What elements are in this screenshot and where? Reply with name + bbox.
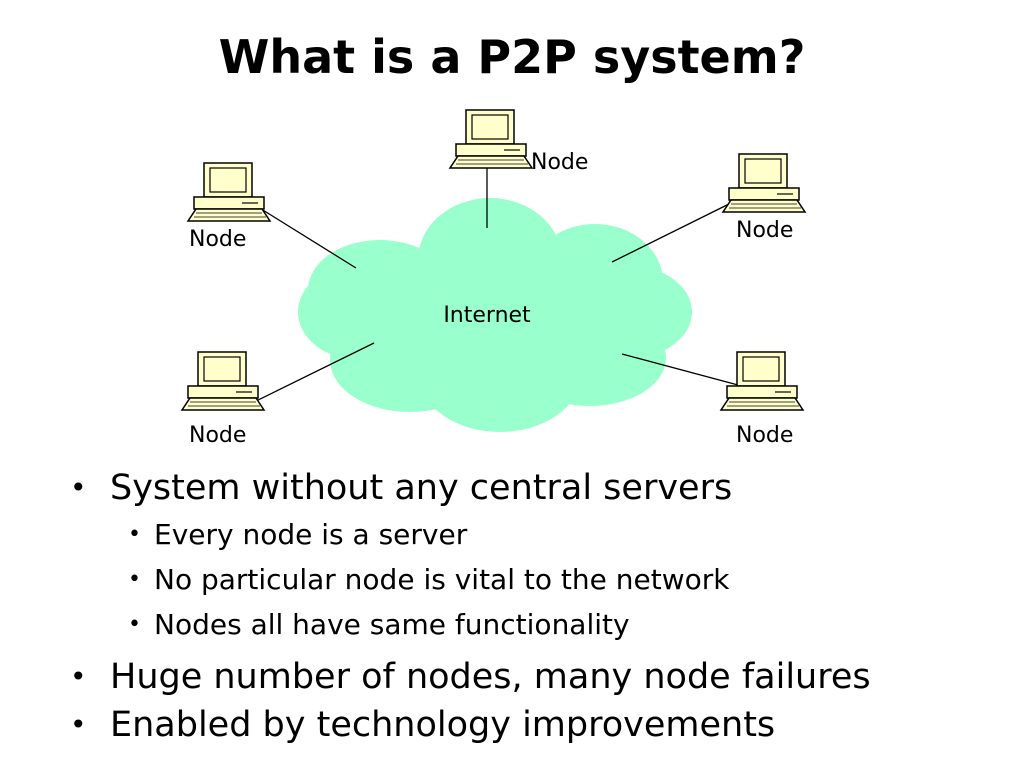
node-label: Node [531, 150, 588, 175]
node-bottom-right: Node [720, 351, 804, 448]
sub-bullet-text: Nodes all have same functionality [154, 608, 630, 641]
bullet-item: System without any central servers [70, 464, 871, 512]
bullet-text: Huge number of nodes, many node failures [110, 657, 871, 697]
computer-icon [722, 153, 806, 213]
link-top-left [257, 206, 357, 269]
node-label: Node [189, 227, 246, 252]
node-bottom-left: Node [181, 351, 265, 448]
sub-bullet-item: Nodes all have same functionality [70, 602, 871, 647]
link-bottom-left [247, 342, 375, 406]
bullet-item: Huge number of nodes, many node failures [70, 653, 871, 701]
p2p-network-diagram: Internet Node Node Node Node Node [181, 109, 806, 448]
sub-bullet-text: Every node is a server [154, 518, 468, 551]
link-top-right [611, 199, 738, 263]
node-label: Node [736, 423, 793, 448]
sub-bullet-text: No particular node is vital to the netwo… [154, 563, 730, 596]
sub-bullet-group: Every node is a server No particular nod… [70, 512, 871, 647]
computer-icon [187, 162, 271, 222]
computer-icon [720, 351, 804, 411]
computer-icon [181, 351, 265, 411]
internet-cloud: Internet [298, 198, 692, 432]
computer-icon [449, 109, 533, 169]
node-label: Node [736, 218, 793, 243]
node-top-right: Node [722, 153, 806, 243]
bullet-item: Enabled by technology improvements [70, 701, 871, 749]
link-bottom-right [621, 353, 739, 386]
slide-title: What is a P2P system? [218, 30, 806, 84]
internet-label: Internet [443, 303, 531, 328]
node-top-left: Node [187, 162, 271, 252]
bullet-text: System without any central servers [110, 468, 733, 508]
bullet-text: Enabled by technology improvements [110, 705, 776, 745]
bullet-list: System without any central servers Every… [70, 464, 871, 749]
node-top: Node [449, 109, 588, 175]
sub-bullet-item: Every node is a server [70, 512, 871, 557]
node-label: Node [189, 423, 246, 448]
sub-bullet-item: No particular node is vital to the netwo… [70, 557, 871, 602]
